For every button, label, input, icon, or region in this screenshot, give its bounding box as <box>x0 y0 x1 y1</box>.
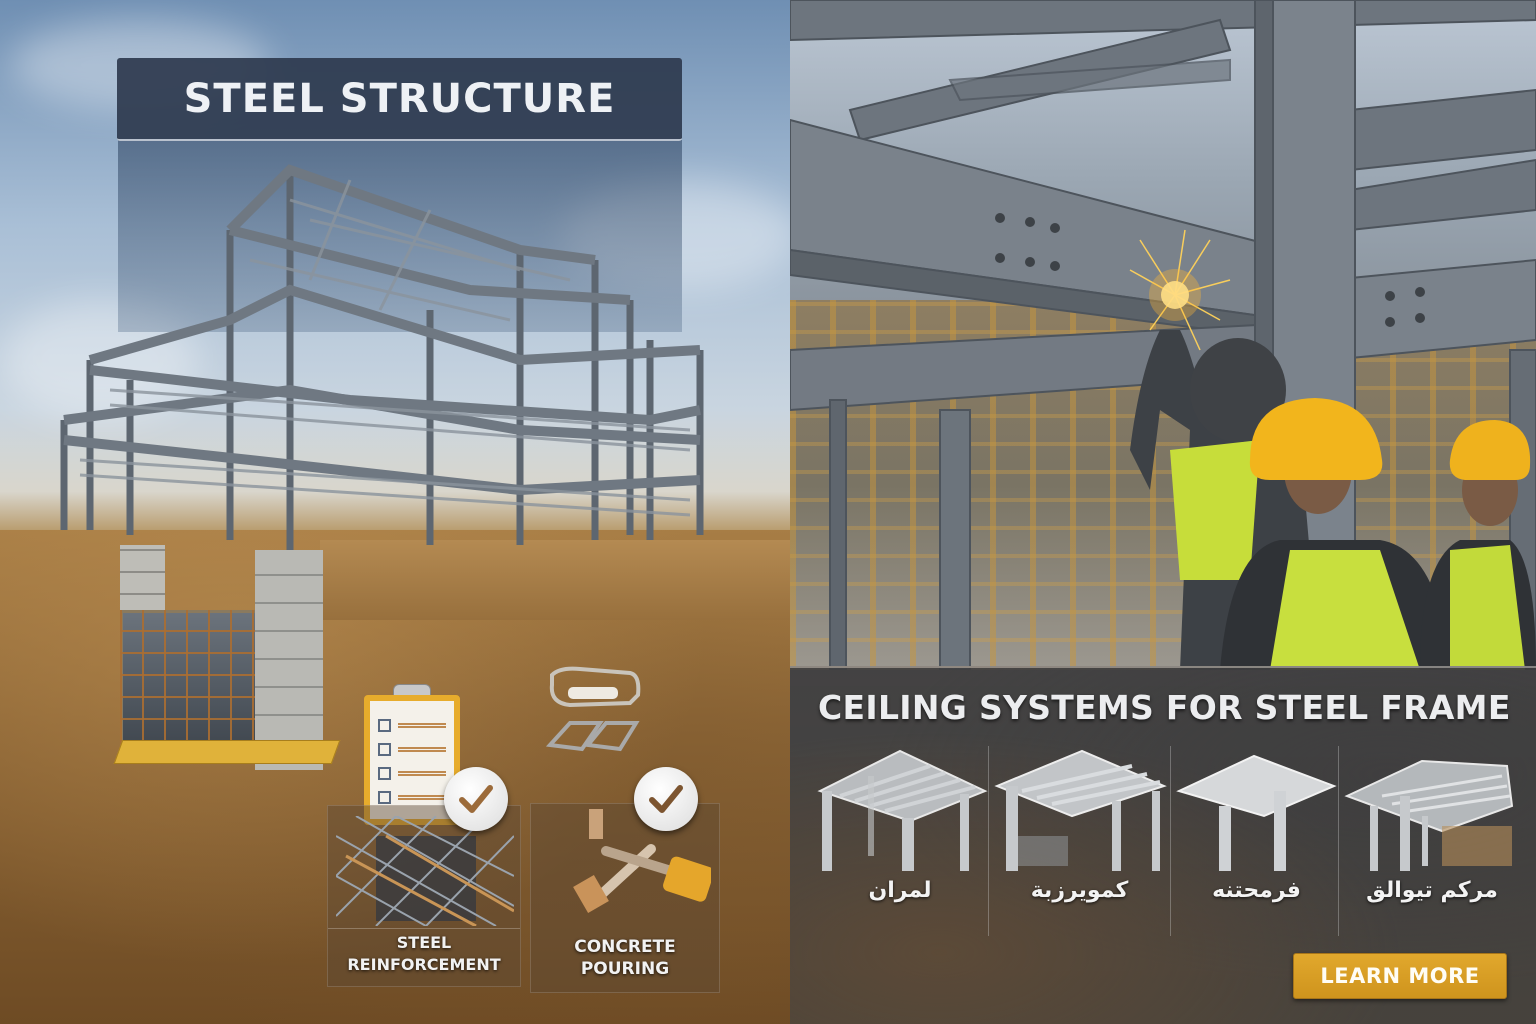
steel-beams-illustration <box>790 0 1536 670</box>
check-icon <box>649 785 683 813</box>
ceiling-system-frame-icon <box>817 749 988 871</box>
card-divider <box>328 928 520 929</box>
concrete-wall <box>120 545 165 615</box>
card-label-line2: POURING <box>580 959 670 979</box>
steel-structure-panel: STEEL REINFORCEMENT CONCRETE POURING STE… <box>0 0 790 1024</box>
check-badge <box>634 767 698 831</box>
concrete-pouring-card[interactable]: CONCRETE POURING <box>530 803 720 993</box>
page-title: STEEL STRUCTURE <box>183 75 616 122</box>
ceiling-system-option-2[interactable]: كمويرزبة <box>992 746 1167 936</box>
ceiling-system-label: كمويرزبة <box>1030 878 1129 903</box>
steel-frame-illustration <box>60 164 704 555</box>
ceiling-system-option-4[interactable]: مركم تيوالق <box>1342 746 1522 936</box>
workers-illustration <box>1130 330 1536 670</box>
ceiling-systems-title: CEILING SYSTEMS FOR STEEL FRAME <box>818 688 1511 727</box>
ceiling-system-label: لمران <box>868 878 932 903</box>
card-label-line1: STEEL <box>396 933 452 952</box>
soil-surface <box>320 540 790 620</box>
steel-structure-title-bar: STEEL STRUCTURE <box>117 58 682 141</box>
card-label-line2: REINFORCEMENT <box>347 955 501 974</box>
rebar-mesh-icon <box>336 816 514 926</box>
ceiling-system-option-3[interactable]: فرمحتنه <box>1174 746 1339 936</box>
ceiling-system-frame-icon <box>1344 759 1514 871</box>
ceiling-system-frame-icon <box>994 749 1167 871</box>
divider <box>1170 746 1171 936</box>
concrete-block-wall <box>255 550 323 770</box>
foundation-footing <box>113 740 341 764</box>
ceiling-system-label: مركم تيوالق <box>1366 878 1498 903</box>
ceiling-systems-panel: CEILING SYSTEMS FOR STEEL FRAME لمران كم… <box>790 666 1536 1024</box>
steel-reinforcement-card[interactable]: STEEL REINFORCEMENT <box>327 805 521 987</box>
ceiling-system-option-1[interactable]: لمران <box>810 746 990 936</box>
check-badge <box>444 767 508 831</box>
divider <box>988 746 989 936</box>
ceiling-system-label: فرمحتنه <box>1212 878 1301 903</box>
concrete-tools-icon <box>573 809 711 913</box>
check-icon <box>459 785 493 813</box>
ceiling-system-frame-icon <box>1176 754 1337 871</box>
card-label-line1: CONCRETE <box>574 937 676 957</box>
divider <box>1338 746 1339 936</box>
rebar-tie-hooks-icon <box>545 666 641 752</box>
learn-more-button[interactable]: LEARN MORE <box>1293 953 1507 999</box>
